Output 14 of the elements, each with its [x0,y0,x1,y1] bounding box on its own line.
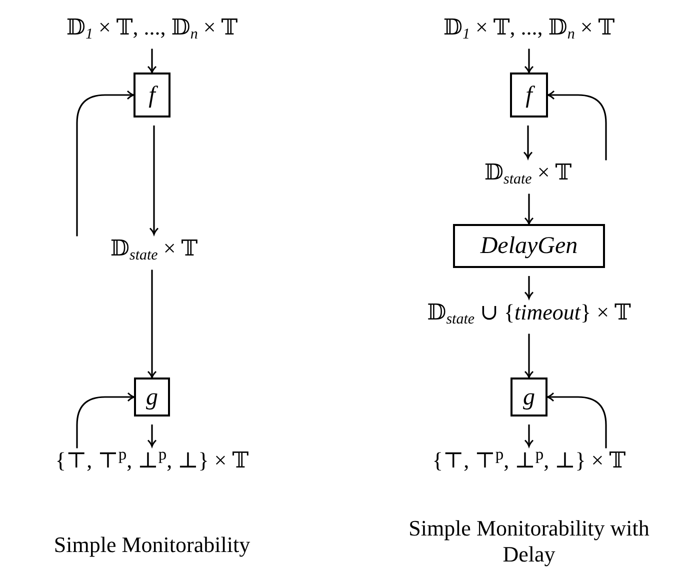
set-expression: 𝔻$_{state}$ × 𝕋 [484,158,572,186]
set-expression: 𝔻$_{state}$ × 𝕋 [110,234,198,262]
set-expression: 𝔻$_{state}$ ∪ {timeout} × 𝕋 [427,298,631,326]
function-box: g [134,378,170,416]
function-box: f [134,72,170,118]
set-expression: {⊤, ⊤$^{p}$, ⊥$^{p}$, ⊥} × 𝕋 [432,446,626,474]
diagram-caption: Simple Monitorability [52,532,252,558]
function-box: g [510,378,548,416]
set-expression: 𝔻$_{1}$ × 𝕋, ..., 𝔻$_{n}$ × 𝕋 [66,13,238,41]
set-expression: 𝔻$_{1}$ × 𝕋, ..., 𝔻$_{n}$ × 𝕋 [443,13,615,41]
set-expression: {⊤, ⊤$^{p}$, ⊥$^{p}$, ⊥} × 𝕋 [55,446,249,474]
function-box: DelayGen [453,224,605,268]
function-box: f [510,72,548,118]
diagram-caption: Simple Monitorability with Delay [408,516,650,568]
